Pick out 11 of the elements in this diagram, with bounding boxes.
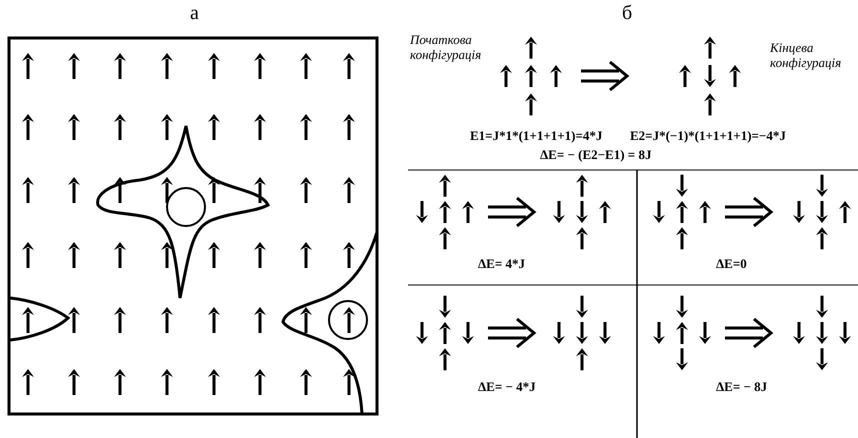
energy-formula: ΔE= − 8J [716,379,768,395]
energy-formula: ΔE=0 [716,256,747,272]
configuration-label: Початкова конфігурація [410,32,482,62]
panel-label: а [190,2,199,25]
energy-formula: E1=J*1*(1+1+1+1)=4*J [470,128,602,144]
configuration-label: Кінцева конфігурація [770,40,842,70]
energy-formula: ΔE= − (E2−E1) = 8J [540,147,652,163]
energy-formula: ΔE= − 4*J [478,379,536,395]
energy-formula: E2=J*(−1)*(1+1+1+1)=−4*J [630,128,786,144]
energy-formula: ΔE= 4*J [478,256,525,272]
panel-label: б [622,2,632,25]
